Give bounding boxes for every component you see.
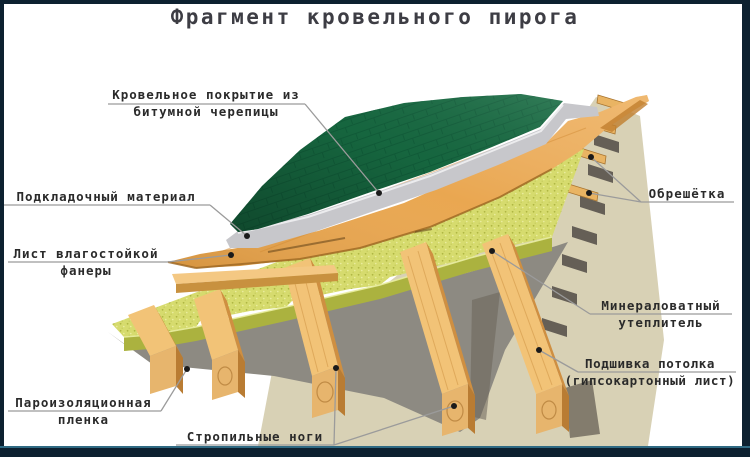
rafter-2-grain-ring — [217, 366, 233, 386]
plank-edge — [176, 273, 338, 293]
underlayment-surface — [226, 103, 599, 248]
leader-ceiling — [538, 349, 736, 373]
label-ceiling: Подшивка потолка (гипсокартонный лист) — [556, 355, 744, 389]
leader-battens — [588, 156, 734, 203]
leader-vapor-barrier — [8, 368, 188, 412]
label-rafters-line1: Стропильные ноги — [186, 429, 324, 444]
border-left — [0, 0, 4, 457]
label-rafters: Стропильные ноги — [174, 428, 336, 445]
rafter-2-side — [220, 289, 245, 362]
label-vapor-barrier-line1: Пароизоляционная — [15, 395, 152, 410]
label-battens: Обрешётка — [638, 185, 736, 202]
rafter-5-end-side — [562, 384, 569, 432]
rafter-4-end-side — [468, 384, 475, 434]
rafter-5-grain — [489, 242, 553, 391]
rafter-shadows — [470, 292, 600, 438]
label-vapor-barrier: Пароизоляционная пленка — [6, 394, 161, 428]
rafter-3-end-side — [338, 366, 345, 416]
dot-insulation — [489, 248, 495, 254]
batten-shadows — [542, 134, 619, 337]
plank-graphic — [172, 265, 338, 293]
shingle-sheet-graphic — [230, 94, 563, 232]
border-bottom — [0, 448, 750, 457]
border-top — [0, 0, 750, 4]
label-roof-covering-line1: Кровельное покрытие из — [112, 87, 300, 102]
rafter-1-end — [150, 346, 176, 394]
dot-batten-b — [586, 190, 592, 196]
underlayment-strip-graphic — [226, 103, 599, 248]
rafter-5-top — [482, 234, 562, 394]
label-ceiling-line1: Подшивка потолка — [584, 356, 715, 371]
leader-rafters — [176, 367, 455, 446]
border-right — [742, 0, 750, 457]
dot-batten-a — [588, 154, 594, 160]
underlayment-highlight — [237, 104, 564, 234]
label-insulation: Минераловатный утеплитель — [588, 297, 734, 331]
leader-underlayment — [4, 204, 248, 237]
plywood-curl-underside — [600, 100, 648, 132]
label-roof-covering-line2: битумной черепицы — [133, 104, 279, 119]
rafter-5-side — [508, 234, 569, 396]
dot-roof-covering — [376, 190, 382, 196]
rafter-4-end — [442, 384, 468, 436]
plank-top — [172, 265, 338, 284]
rafter-3-grain-ring — [316, 381, 334, 403]
rafter-1-top — [128, 305, 176, 356]
rafter-2-end — [212, 350, 238, 400]
plywood-thickness-edge — [167, 168, 553, 269]
rafter-2-end-side — [238, 350, 245, 398]
rafter-3-end — [312, 366, 338, 418]
leader-dots — [184, 154, 594, 409]
label-underlayment: Подкладочный материал — [2, 188, 210, 205]
rafter-1-end-side — [176, 346, 183, 394]
bottom-border-accent — [0, 446, 750, 449]
leader-plywood — [8, 254, 232, 263]
rafters-graphic — [128, 234, 569, 436]
rafter-2-top — [194, 289, 238, 360]
label-roof-covering: Кровельное покрытие из битумной черепицы — [100, 86, 312, 120]
rafter-3-side — [310, 258, 345, 378]
rafter-4-side — [426, 242, 475, 396]
leader-insulation — [491, 250, 732, 315]
rafter-4-top — [400, 242, 468, 394]
dot-rafter-b — [451, 403, 457, 409]
rafter-4-grain-ring — [446, 400, 464, 422]
dot-plywood — [228, 252, 234, 258]
page-title: Фрагмент кровельного пирога — [170, 5, 580, 29]
dot-vapor-barrier — [184, 366, 190, 372]
rafter-4-grain — [407, 250, 459, 391]
dot-underlayment — [244, 233, 250, 239]
label-plywood-line2: фанеры — [60, 263, 112, 278]
dot-rafter-a — [333, 365, 339, 371]
rafter-3-grain — [291, 266, 329, 373]
rafter-5-end — [536, 384, 562, 434]
plywood-seam — [267, 228, 433, 253]
rafter-5-grain-ring — [541, 400, 557, 420]
leader-roof-covering — [108, 103, 380, 194]
label-ceiling-line2: (гипсокартонный лист) — [564, 373, 736, 388]
label-insulation-line2: утеплитель — [618, 315, 704, 330]
label-vapor-barrier-line2: пленка — [57, 412, 110, 427]
label-battens-line1: Обрешётка — [648, 186, 726, 201]
rafter-3-top — [284, 258, 338, 376]
label-underlayment-line1: Подкладочный материал — [16, 189, 196, 204]
rafter-1-side — [154, 305, 183, 358]
dot-ceiling — [536, 347, 542, 353]
label-insulation-line1: Минераловатный — [601, 298, 721, 313]
leader-lines — [4, 103, 736, 446]
label-plywood: Лист влагостойкой фанеры — [6, 245, 166, 279]
label-plywood-line1: Лист влагостойкой — [13, 246, 159, 261]
shingle-shading — [230, 94, 563, 232]
